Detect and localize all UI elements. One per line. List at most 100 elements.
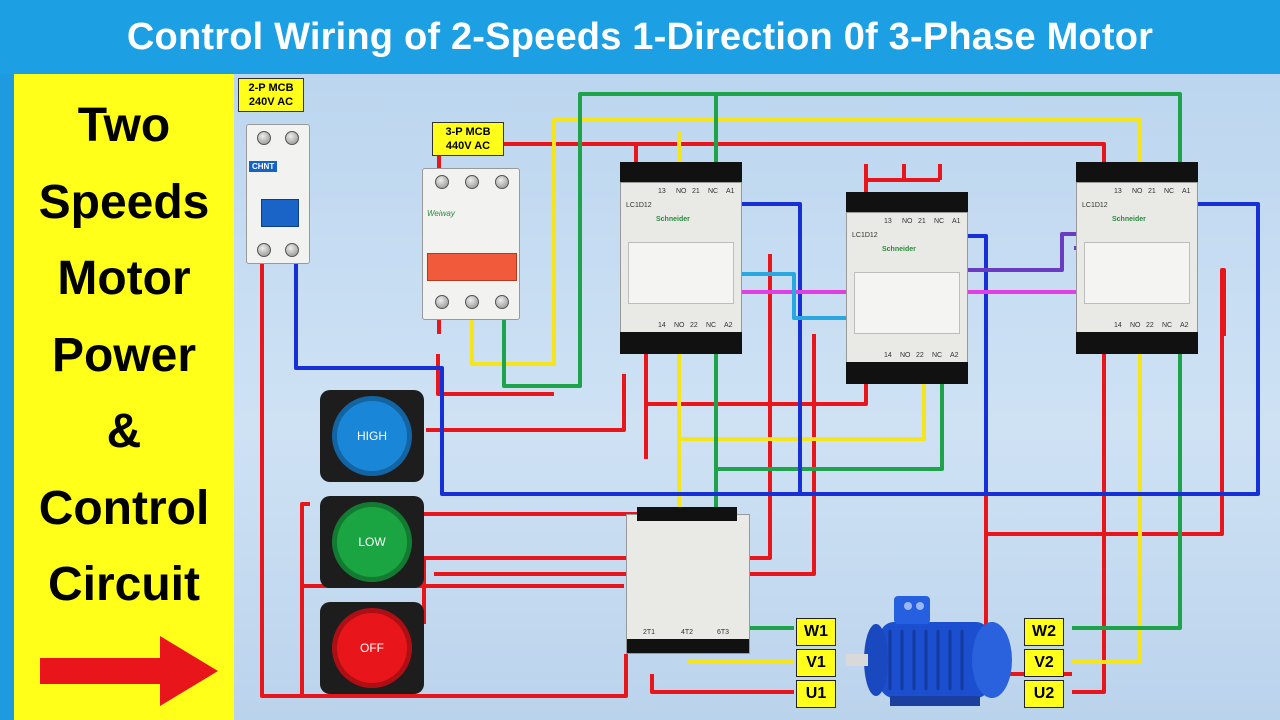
contactor-1[interactable]: LC1D12 Schneider 13 NO 21 NC A1 14 NO 22… bbox=[620, 162, 742, 354]
terminal-u1: U1 bbox=[796, 680, 836, 708]
mcb-3p-tag: 3-P MCB 440V AC bbox=[432, 122, 504, 156]
contactor-3-model: LC1D12 bbox=[1082, 202, 1108, 209]
contactor-2[interactable]: LC1D12 Schneider 13 NO 21 NC A1 14 NO 22… bbox=[846, 192, 968, 384]
overload-relay-term-2t1: 2T1 bbox=[643, 629, 656, 636]
overload-relay[interactable]: 2T1 4T2 6T3 bbox=[626, 507, 750, 654]
contactor-3-bot-term-no: NO bbox=[1130, 322, 1141, 329]
mcb-2p-screw-bot-2 bbox=[285, 243, 299, 257]
low-button-housing: LOW bbox=[320, 496, 424, 588]
contactor-2-brand: Schneider bbox=[882, 246, 916, 253]
left-line-3: Motor bbox=[57, 252, 191, 305]
right-arrow-icon bbox=[40, 636, 218, 706]
mcb-3p-screw-bot-3 bbox=[495, 295, 509, 309]
contactor-1-model: LC1D12 bbox=[626, 202, 652, 209]
overload-relay-term-4t2: 4T2 bbox=[681, 629, 694, 636]
mcb-2p-screw-top-1 bbox=[257, 131, 271, 145]
motor-icon bbox=[846, 596, 1012, 706]
contactor-2-bot-term-nc: NC bbox=[932, 352, 943, 359]
contactor-1-bottom-bar bbox=[620, 332, 742, 354]
contactor-3-top-bar bbox=[1076, 162, 1198, 182]
contactor-2-top-term-no: NO bbox=[902, 218, 913, 225]
mcb-3p-screw-bot-1 bbox=[435, 295, 449, 309]
terminal-w2: W2 bbox=[1024, 618, 1064, 646]
contactor-3-top-term-21: 21 bbox=[1148, 188, 1156, 195]
mcb-2p-brand: CHNT bbox=[249, 161, 278, 172]
mcb-3p-tag-line2: 440V AC bbox=[445, 140, 491, 152]
contactor-3-face bbox=[1084, 242, 1190, 304]
contactor-2-top-bar bbox=[846, 192, 968, 212]
contactor-1-top-term-21: 21 bbox=[692, 188, 700, 195]
mcb-3p-handle[interactable] bbox=[427, 253, 517, 281]
contactor-1-bot-term-no: NO bbox=[674, 322, 685, 329]
mcb-3p-screw-top-2 bbox=[465, 175, 479, 189]
contactor-2-bottom-bar bbox=[846, 362, 968, 384]
left-line-1: Two bbox=[77, 99, 171, 152]
contactor-3-bot-term-14: 14 bbox=[1114, 322, 1122, 329]
mcb-2p-tag-line1: 2-P MCB bbox=[248, 82, 294, 94]
contactor-3-brand: Schneider bbox=[1112, 216, 1146, 223]
contactor-2-top-term-13: 13 bbox=[884, 218, 892, 225]
left-line-2: Speeds bbox=[38, 175, 210, 229]
high-button[interactable]: HIGH bbox=[332, 396, 412, 476]
mcb-3p-tag-line1: 3-P MCB bbox=[445, 126, 491, 138]
contactor-1-top-bar bbox=[620, 162, 742, 182]
contactor-1-top-term-nc: NC bbox=[708, 188, 719, 195]
contactor-1-face bbox=[628, 242, 734, 304]
mcb-3p-screw-top-3 bbox=[495, 175, 509, 189]
left-line-7: Circuit bbox=[47, 558, 200, 611]
contactor-1-bot-term-nc: NC bbox=[706, 322, 717, 329]
contactor-3-top-term-no: NO bbox=[1132, 188, 1143, 195]
contactor-1-bot-term-22: 22 bbox=[690, 322, 698, 329]
mcb-3p-screw-top-1 bbox=[435, 175, 449, 189]
contactor-2-model: LC1D12 bbox=[852, 232, 878, 239]
mcb-2p-screw-top-2 bbox=[285, 131, 299, 145]
mcb-3p-brand: Weiway bbox=[427, 209, 455, 218]
overload-relay-term-6t3: 6T3 bbox=[717, 629, 730, 636]
contactor-2-top-term-a1: A1 bbox=[952, 218, 961, 225]
mcb-2p-tag-line2: 240V AC bbox=[248, 96, 294, 108]
contactor-1-top-term-no: NO bbox=[676, 188, 687, 195]
contactor-2-bot-term-a2: A2 bbox=[950, 352, 959, 359]
contactor-1-bot-term-14: 14 bbox=[658, 322, 666, 329]
contactor-3-top-term-13: 13 bbox=[1114, 188, 1122, 195]
terminal-w1: W1 bbox=[796, 618, 836, 646]
contactor-3-bot-term-nc: NC bbox=[1162, 322, 1173, 329]
terminal-v2: V2 bbox=[1024, 649, 1064, 677]
terminal-u2: U2 bbox=[1024, 680, 1064, 708]
high-button-housing: HIGH bbox=[320, 390, 424, 482]
contactor-2-bot-term-14: 14 bbox=[884, 352, 892, 359]
contactor-1-brand: Schneider bbox=[656, 216, 690, 223]
contactor-1-bot-term-a2: A2 bbox=[724, 322, 733, 329]
off-button-housing: OFF bbox=[320, 602, 424, 694]
wiring-diagram: 2-P MCB 240V AC CHNT 3-P MCB 440V AC Wei… bbox=[234, 74, 1280, 720]
left-line-4: Power bbox=[51, 328, 197, 382]
off-button[interactable]: OFF bbox=[332, 608, 412, 688]
contactor-3-top-term-a1: A1 bbox=[1182, 188, 1191, 195]
contactor-1-top-term-13: 13 bbox=[658, 188, 666, 195]
contactor-3-bottom-bar bbox=[1076, 332, 1198, 354]
contactor-3-top-term-nc: NC bbox=[1164, 188, 1175, 195]
mcb-2p-tag: 2-P MCB 240V AC bbox=[238, 78, 304, 112]
contactor-3-bot-term-22: 22 bbox=[1146, 322, 1154, 329]
page-title: Control Wiring of 2-Speeds 1-Direction 0… bbox=[0, 0, 1280, 74]
contactor-2-top-term-nc: NC bbox=[934, 218, 945, 225]
left-line-5: & bbox=[106, 405, 142, 458]
yellow-wires bbox=[470, 118, 1142, 664]
contactor-2-bot-term-no: NO bbox=[900, 352, 911, 359]
contactor-2-face bbox=[854, 272, 960, 334]
left-title-panel: Two Speeds Motor Power & Control Circuit bbox=[14, 74, 234, 720]
overload-relay-top-bar bbox=[637, 507, 737, 521]
mcb-2p-screw-bot-1 bbox=[257, 243, 271, 257]
contactor-2-top-term-21: 21 bbox=[918, 218, 926, 225]
contactor-2-bot-term-22: 22 bbox=[916, 352, 924, 359]
mcb-2p-handle[interactable] bbox=[261, 199, 299, 227]
left-line-6: Control bbox=[38, 481, 210, 535]
contactor-3[interactable]: LC1D12 Schneider 13 NO 21 NC A1 14 NO 22… bbox=[1076, 162, 1198, 354]
mcb-3p-screw-bot-2 bbox=[465, 295, 479, 309]
mcb-2p[interactable]: CHNT bbox=[246, 124, 310, 264]
low-button[interactable]: LOW bbox=[332, 502, 412, 582]
terminal-v1: V1 bbox=[796, 649, 836, 677]
contactor-3-bot-term-a2: A2 bbox=[1180, 322, 1189, 329]
contactor-1-top-term-a1: A1 bbox=[726, 188, 735, 195]
mcb-3p[interactable]: Weiway bbox=[422, 168, 520, 320]
